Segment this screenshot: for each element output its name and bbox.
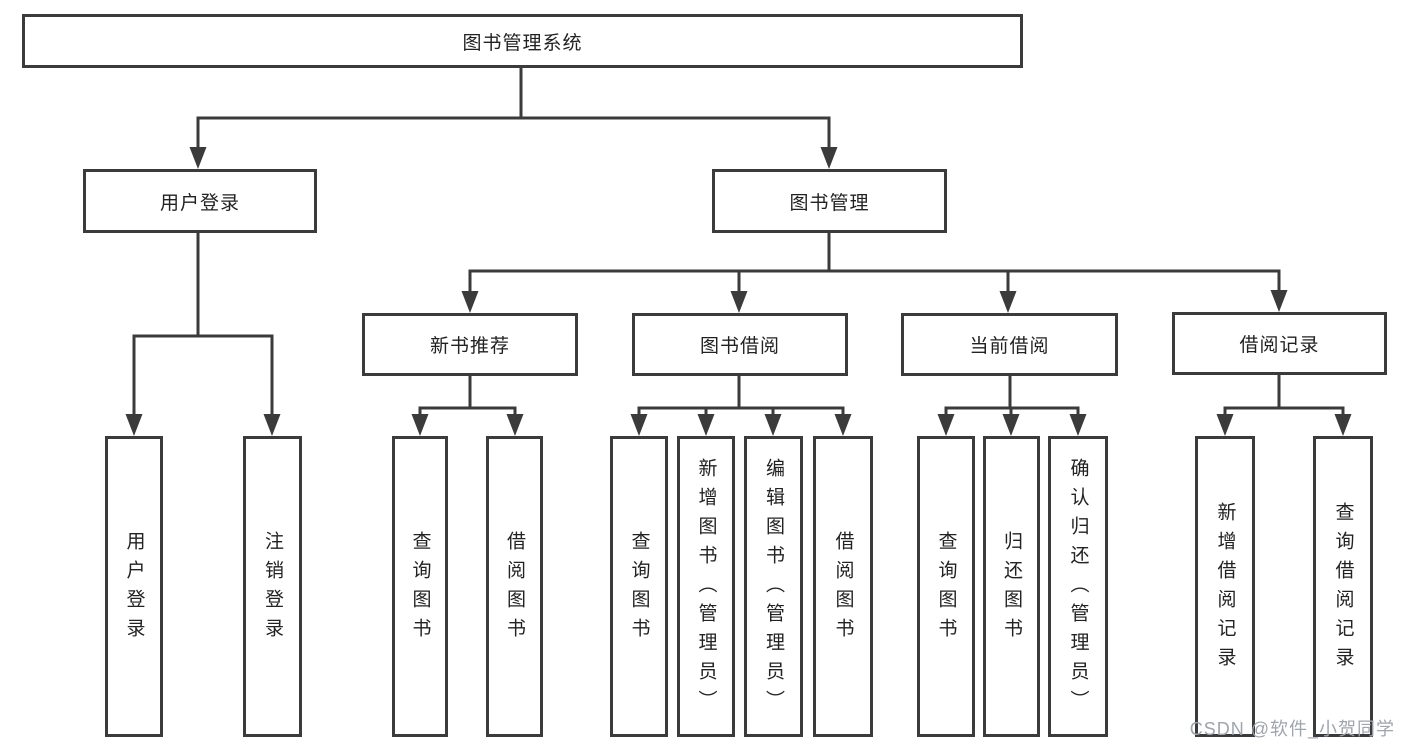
- connector-newbook-to-leaves: [411, 374, 524, 436]
- connector-currentborrow-to-leaves: [937, 374, 1087, 436]
- connector-bookmgmt-to-level3: [461, 231, 1288, 313]
- node-book-management-module: 图书管理: [712, 169, 947, 233]
- node-new-book-recommendation: 新书推荐: [362, 313, 578, 376]
- leaf-rec-query-books: 查询图书: [392, 436, 448, 737]
- leaf-cb-query-books: 查询图书: [917, 436, 975, 737]
- node-library-management-system: 图书管理系统: [22, 14, 1023, 68]
- node-borrowing-records: 借阅记录: [1172, 312, 1387, 375]
- node-user-login-module: 用户登录: [83, 169, 317, 233]
- leaf-rec-borrow-books: 借阅图书: [486, 436, 543, 737]
- leaf-br-query-borrow-record: 查询借阅记录: [1313, 436, 1373, 737]
- leaf-br-add-borrow-record: 新增借阅记录: [1195, 436, 1255, 737]
- node-current-borrowing: 当前借阅: [901, 313, 1118, 376]
- leaf-bb-borrow-books: 借阅图书: [813, 436, 873, 737]
- leaf-cb-confirm-return-admin: 确认归还（管理员）: [1048, 436, 1108, 737]
- connector-userlogin-to-leaves: [125, 231, 281, 436]
- leaf-user-login: 用户登录: [105, 436, 163, 737]
- leaf-logout: 注销登录: [243, 436, 302, 737]
- leaf-bb-query-books: 查询图书: [610, 436, 668, 737]
- leaf-bb-edit-books-admin: 编辑图书（管理员）: [744, 436, 803, 737]
- node-book-borrowing: 图书借阅: [632, 313, 848, 376]
- connector-borrowrec-to-leaves: [1216, 373, 1352, 436]
- connector-bookborrow-to-leaves: [630, 374, 852, 436]
- leaf-cb-return-books: 归还图书: [983, 436, 1040, 737]
- csdn-watermark: CSDN @软件_小贺同学: [1189, 719, 1395, 739]
- leaf-bb-add-books-admin: 新增图书（管理员）: [677, 436, 735, 737]
- connector-root-to-level2: [189, 66, 838, 169]
